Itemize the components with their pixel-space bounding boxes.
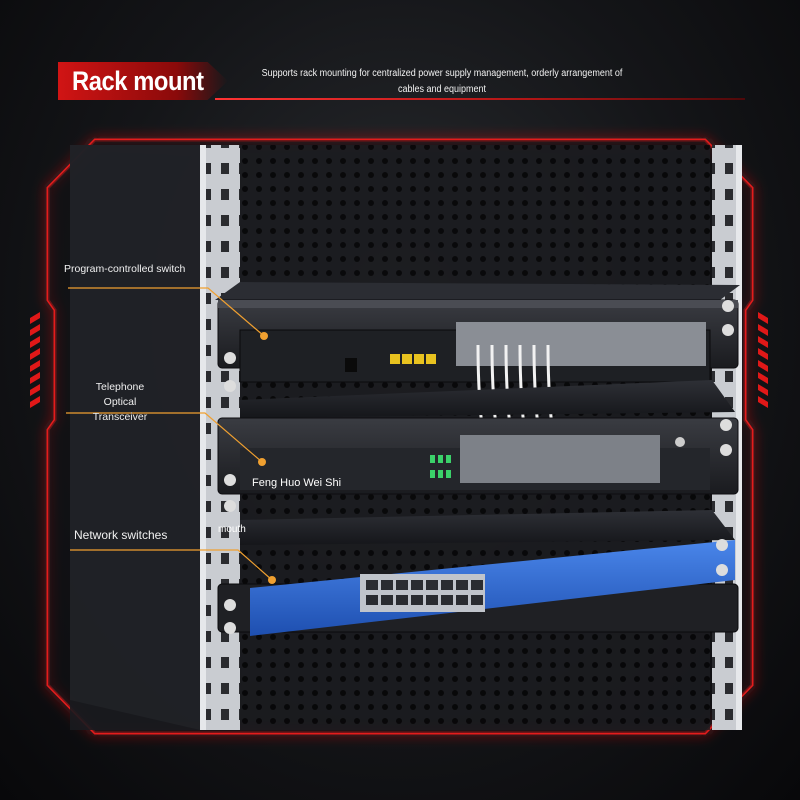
- label-program-switch: Program-controlled switch: [64, 263, 186, 275]
- title-banner: [58, 62, 228, 100]
- leader-dots: [258, 332, 276, 584]
- yellow-ports: [390, 354, 436, 364]
- network-ports: [366, 580, 483, 605]
- mouth-text: mouth: [218, 524, 246, 535]
- page-subtitle: Supports rack mounting for centralized p…: [261, 68, 623, 95]
- phone-port-grid-top: [456, 322, 706, 366]
- page-title: Rack mount: [72, 66, 204, 96]
- right-side-marks: [758, 312, 768, 408]
- left-side-marks: [30, 312, 40, 408]
- label-optical-transceiver: Telephone Optical Transceiver: [92, 381, 148, 423]
- title-underline: [215, 98, 745, 100]
- label-network-switches: Network switches: [74, 528, 168, 542]
- leader-lines: [66, 287, 273, 581]
- device-brand-text: Feng Huo Wei Shi: [252, 477, 342, 489]
- green-leds: [430, 455, 451, 478]
